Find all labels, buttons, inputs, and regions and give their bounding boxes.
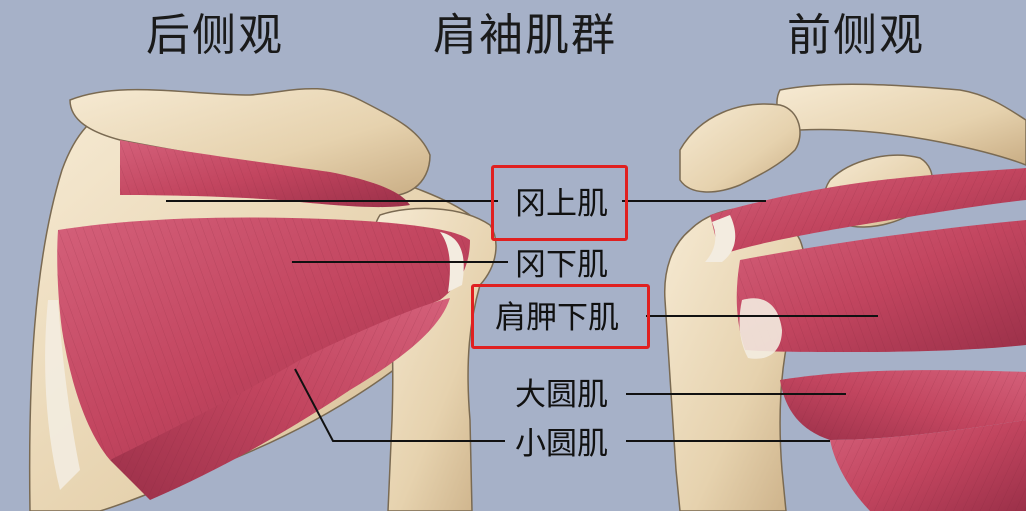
label-teres-major: 大圆肌: [515, 377, 608, 413]
label-supraspinatus: 冈上肌: [515, 186, 608, 222]
highlight-box-supraspinatus: [491, 165, 628, 241]
anterior-clavicle: [776, 83, 1026, 166]
posterior-view: [28, 87, 497, 511]
leader-lines: [166, 200, 878, 442]
anterior-view: [663, 83, 1026, 511]
leader-teres-minor-left: [294, 368, 505, 442]
highlight-box-subscapularis: [471, 284, 650, 349]
title-rotator-cuff: 肩袖肌群: [433, 10, 617, 61]
title-anterior-view: 前侧观: [787, 10, 925, 61]
title-posterior-view: 后侧观: [146, 10, 284, 61]
label-subscapularis: 肩胛下肌: [495, 300, 619, 336]
anterior-acromion: [679, 103, 801, 193]
label-infraspinatus: 冈下肌: [515, 247, 608, 283]
label-teres-minor: 小圆肌: [515, 426, 608, 462]
